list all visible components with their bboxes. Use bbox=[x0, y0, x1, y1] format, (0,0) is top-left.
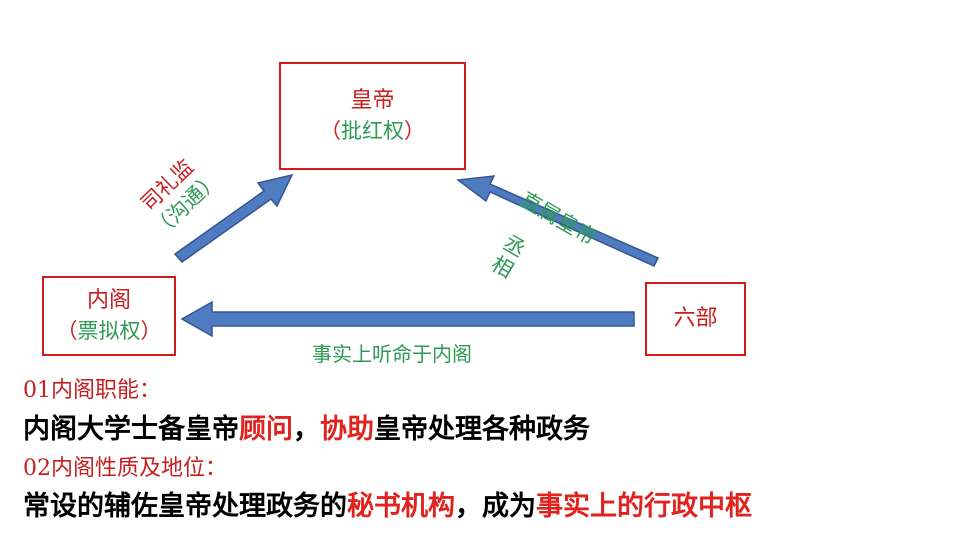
note-heading-2: 02内阁性质及地位： bbox=[23, 456, 227, 481]
cabinet-title: 内阁 bbox=[86, 288, 131, 313]
note-body-2: 常设的辅佐皇帝处理政务的秘书机构，成为事实上的行政中枢 bbox=[23, 491, 752, 522]
emperor-title: 皇帝 bbox=[350, 88, 395, 113]
emperor-box: 皇帝 （批红权） bbox=[279, 62, 466, 170]
arrow-ministries-to-emperor bbox=[456, 175, 660, 267]
note-body-1: 内阁大学士备皇帝顾问，协助皇帝处理各种政务 bbox=[23, 414, 590, 445]
note-heading-1: 01内阁职能： bbox=[23, 378, 161, 403]
emperor-power: （批红权） bbox=[320, 119, 425, 143]
ministries-title: 六部 bbox=[673, 306, 718, 331]
arrow-ministries-to-cabinet bbox=[180, 300, 635, 338]
label-obey-cabinet: 事实上听命于内阁 bbox=[312, 342, 472, 366]
cabinet-box: 内阁 （票拟权） bbox=[42, 276, 176, 356]
ministries-box: 六部 bbox=[645, 282, 746, 356]
cabinet-power: （票拟权） bbox=[56, 319, 162, 343]
arrow-cabinet-to-emperor bbox=[173, 173, 294, 264]
